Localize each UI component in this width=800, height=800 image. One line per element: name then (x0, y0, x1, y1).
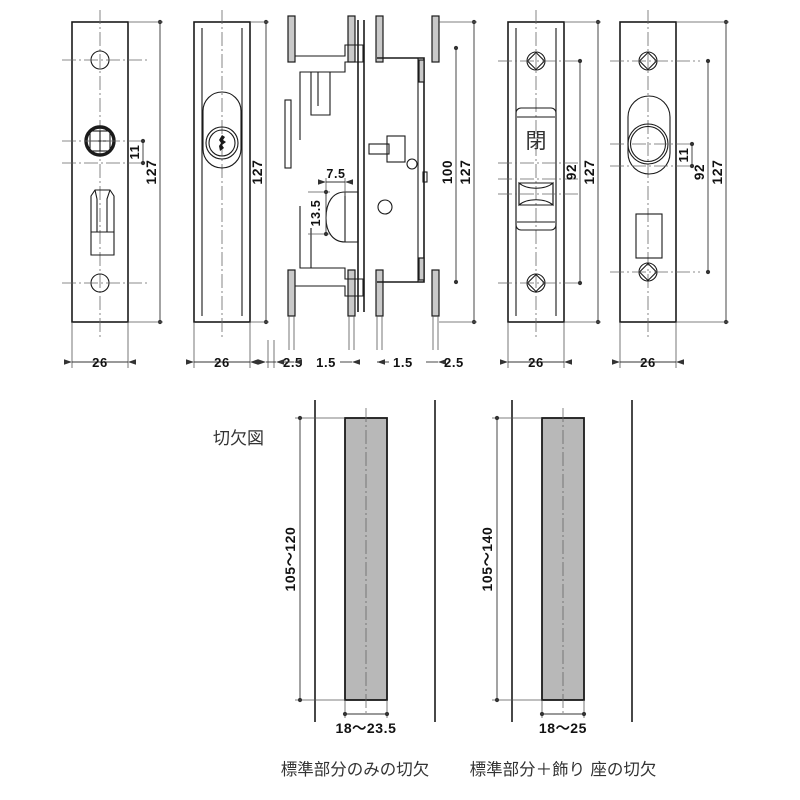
upper-fastener-square (526, 51, 546, 71)
cutout-section-title: 切欠図 (213, 429, 264, 449)
rectangular-slot-icon (635, 213, 663, 259)
view-4-dim-127-text: 127 (581, 159, 597, 184)
view-5-rose-plate: 11 92 127 26 (610, 10, 729, 370)
view-3-lock-body-section: 7.5 13.5 100 127 1.5 1.5 2.5 (283, 15, 477, 370)
cutout-1-caption: 標準部分のみの切欠 (281, 760, 430, 779)
dim-92-text: 92 (564, 164, 579, 180)
view-5-dim-26-text: 26 (640, 355, 656, 370)
cutout-standard-diagram: 105〜120 18〜23.5 標準部分のみの切欠 (281, 400, 436, 779)
section-rail-tm (347, 15, 356, 63)
dim-15b-text: 1.5 (393, 355, 413, 370)
turn-knob-icon (518, 181, 554, 207)
view-5-upper-fastener-square (638, 51, 658, 71)
oval-escutcheon-icon (202, 91, 242, 169)
view-1-face-plate: 11 127 26 (62, 10, 163, 370)
cutout-2-width-text: 18〜25 (539, 720, 587, 736)
view-5-dim-11-text: 11 (676, 148, 691, 163)
pull-lever-inner-right (106, 189, 114, 233)
cutout-2-caption: 標準部分＋飾り 座の切欠 (470, 760, 657, 779)
case-pivot-hole-lower (377, 199, 393, 215)
view-4-dim-26-text: 26 (528, 355, 544, 370)
dim-75-text: 7.5 (326, 167, 345, 181)
upper-latch-inner (310, 72, 331, 116)
lower-fastener-square (526, 273, 546, 293)
view-2-dim-127-text: 127 (249, 159, 265, 184)
spindle-block (386, 135, 406, 163)
view-5-lower-fastener-square (638, 262, 658, 282)
view-3-dim-127-text: 127 (457, 159, 473, 184)
section-rail-bm (347, 269, 356, 317)
view-1-dim-11-text: 11 (127, 145, 142, 160)
section-rail-tl (287, 15, 296, 63)
indicator-char-text: 閉 (526, 129, 547, 153)
upper-latch-outline (295, 44, 364, 140)
cutout-1-height-text: 105〜120 (282, 527, 298, 592)
case-side-tab (422, 171, 428, 183)
left-guide-strip (284, 99, 292, 169)
section-rail-tr (431, 15, 440, 63)
indicator-window-icon (515, 107, 557, 231)
hook-bolt-icon (325, 191, 359, 243)
view-1-dim-26-text: 26 (92, 355, 108, 370)
keyway-icon (219, 135, 226, 151)
case-tab-bottom (418, 257, 425, 281)
view-1-dim-127-text: 127 (143, 159, 159, 184)
view-5-dim-92-text: 92 (692, 164, 707, 180)
lower-latch-outline (295, 206, 364, 297)
dim-135-text: 13.5 (309, 200, 323, 227)
case-tab-top (418, 59, 425, 83)
key-cylinder-inner (208, 129, 236, 157)
oval-rose-icon (627, 95, 671, 175)
pull-lever-inner-left (91, 189, 98, 233)
view-3-dim-25-text: 2.5 (444, 355, 464, 370)
view-2-dim-26-text: 26 (214, 355, 230, 370)
cutout-2-height-text: 105〜140 (479, 527, 495, 592)
cutout-with-rose-diagram: 105〜140 18〜25 標準部分＋飾り 座の切欠 (470, 400, 657, 779)
cutout-1-width-text: 18〜23.5 (335, 720, 396, 736)
spindle-shaft (368, 143, 390, 155)
view-2-cylinder-plate: 127 26 2.5 (186, 10, 303, 370)
section-rail-bl (287, 269, 296, 317)
pull-lever-icon (90, 189, 115, 256)
lock-case-outline (377, 57, 425, 283)
view-2-dim-25-text: 2.5 (283, 355, 303, 370)
case-pivot-hole-upper (406, 158, 418, 170)
view-5-dim-127-text: 127 (709, 159, 725, 184)
dim-15a-text: 1.5 (316, 355, 336, 370)
section-rail-tm2 (375, 15, 384, 63)
section-rail-br (431, 269, 440, 317)
view-4-thumbturn-plate: 閉 92 127 26 (498, 10, 601, 370)
section-rail-bm2 (375, 269, 384, 317)
key-cylinder-icon (205, 126, 239, 160)
dim-100-text: 100 (440, 160, 455, 184)
